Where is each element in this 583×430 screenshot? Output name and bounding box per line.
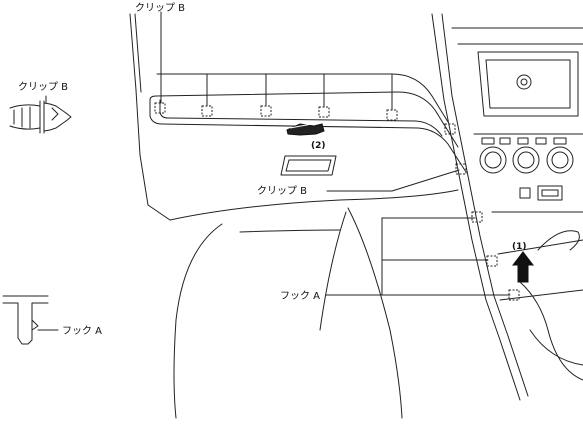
arrow-pull-icon	[286, 123, 325, 136]
hook-marker	[508, 289, 520, 301]
clip-marker	[386, 109, 398, 121]
clip-markers	[154, 102, 520, 301]
step-2-label: (2)	[311, 141, 326, 151]
glove-box-frame	[129, 13, 467, 221]
hook-a-label: フック A	[280, 290, 320, 302]
clip-b-detail	[9, 95, 72, 134]
clip-b-label-right: クリップ B	[257, 185, 307, 197]
clip-marker	[154, 102, 166, 114]
hook-a-detail	[2, 295, 59, 345]
clip-b-label-detail: クリップ B	[18, 81, 68, 93]
arrow-up-icon	[511, 251, 535, 283]
clip-b-label-top: クリップ B	[135, 2, 185, 14]
hook-marker	[471, 211, 483, 223]
clip-b-top-leaders	[160, 11, 393, 111]
clip-marker	[455, 163, 467, 175]
opening-slot	[280, 155, 337, 176]
center-console	[431, 13, 583, 401]
clip-marker	[318, 106, 330, 118]
clip-marker	[201, 105, 213, 117]
clip-b-right-leader	[326, 169, 460, 192]
hook-a-label-detail: フック A	[62, 325, 102, 337]
clip-marker	[260, 105, 272, 117]
hook-marker	[486, 255, 498, 267]
clip-marker	[444, 123, 456, 135]
step-1-label: (1)	[512, 242, 527, 252]
lower-panel	[169, 189, 459, 419]
hook-a-leaders	[325, 217, 511, 296]
